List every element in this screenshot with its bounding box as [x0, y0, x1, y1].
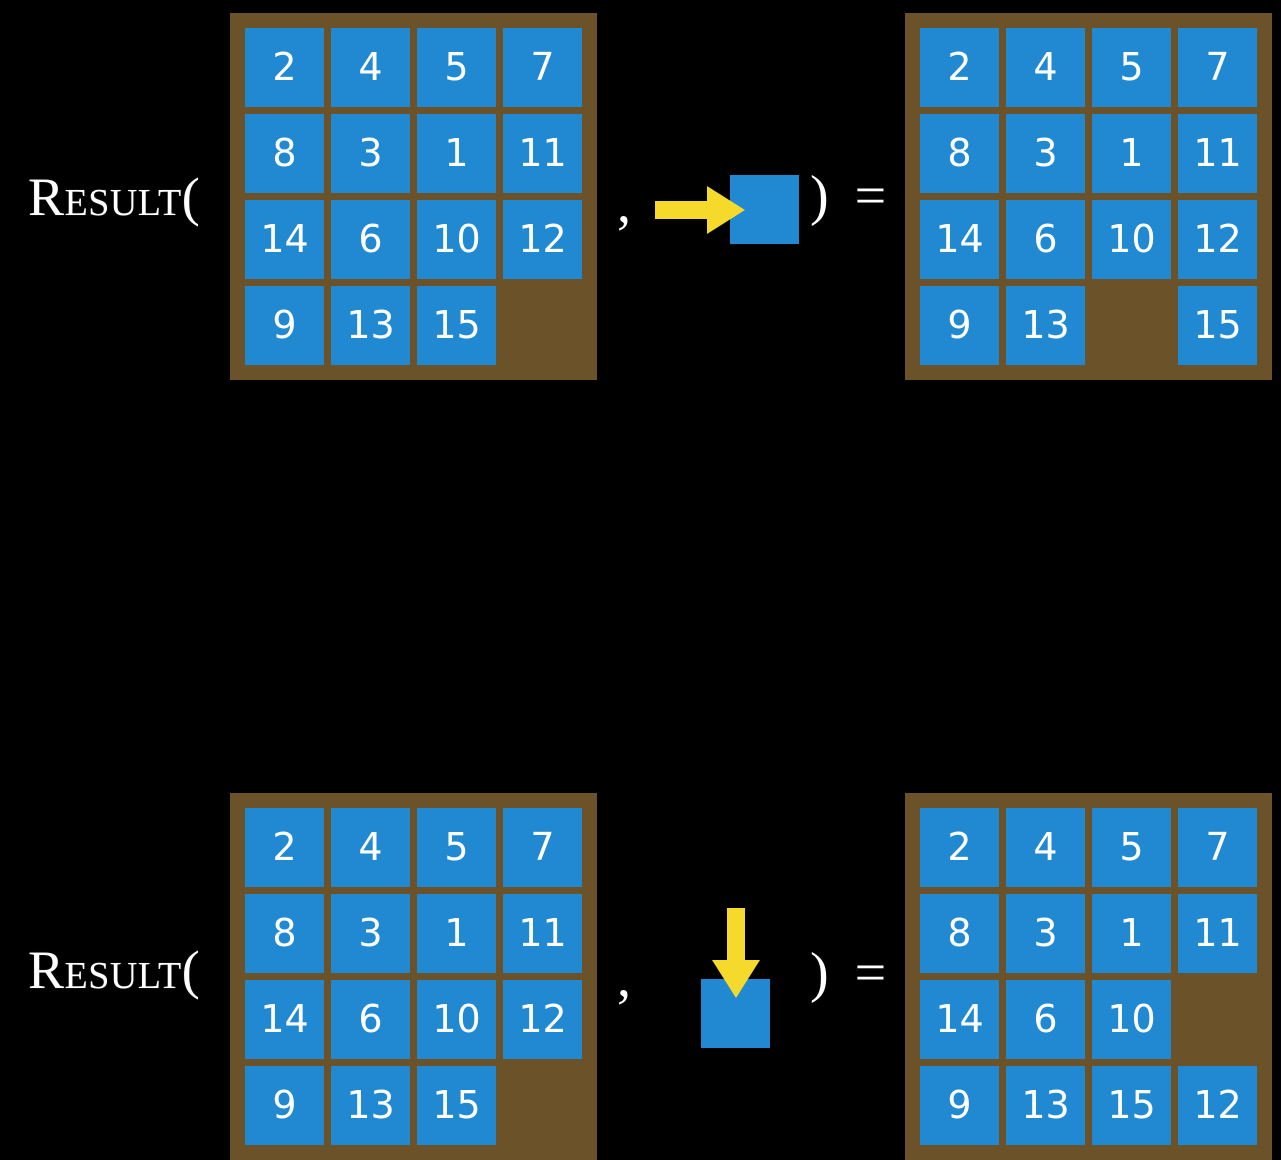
arrow-down-icon: [712, 908, 760, 998]
tile: 15: [417, 286, 496, 365]
tile: 10: [417, 980, 496, 1059]
tile: 15: [417, 1066, 496, 1145]
tile: 14: [245, 980, 324, 1059]
tile: 11: [503, 894, 582, 973]
tile: 10: [1092, 980, 1171, 1059]
tile: 12: [503, 200, 582, 279]
tile: 7: [1178, 808, 1257, 887]
tile: 14: [920, 200, 999, 279]
tile: 5: [1092, 28, 1171, 107]
tile: 9: [920, 286, 999, 365]
tile: 13: [1006, 1066, 1085, 1145]
tile: 7: [503, 28, 582, 107]
tile: 10: [1092, 200, 1171, 279]
output-board-row-2: 2 4 5 7 8 3 1 11 14 6 10 9 13 15 12: [905, 793, 1272, 1160]
tile: 5: [417, 808, 496, 887]
tile: 15: [1178, 286, 1257, 365]
tile: 11: [1178, 114, 1257, 193]
tile: 14: [920, 980, 999, 1059]
argument-separator-comma-row-2: ,: [617, 947, 631, 1009]
tile: 2: [245, 808, 324, 887]
output-board-row-1: 2 4 5 7 8 3 1 11 14 6 10 12 9 13 15: [905, 13, 1272, 380]
tile: 1: [1092, 114, 1171, 193]
tile: 12: [1178, 1066, 1257, 1145]
tile: 9: [245, 286, 324, 365]
tile: 10: [417, 200, 496, 279]
empty-slot: [1178, 980, 1257, 1059]
tile: 14: [245, 200, 324, 279]
tile: 3: [1006, 114, 1085, 193]
tile: 6: [331, 980, 410, 1059]
tile: 4: [1006, 28, 1085, 107]
tile: 4: [331, 28, 410, 107]
tile: 2: [920, 808, 999, 887]
closing-paren-equals-row-2: ) =: [810, 942, 893, 1004]
input-board-row-2: 2 4 5 7 8 3 1 11 14 6 10 12 9 13 15: [230, 793, 597, 1160]
tile: 12: [503, 980, 582, 1059]
tile: 1: [417, 894, 496, 973]
tile: 2: [920, 28, 999, 107]
empty-slot: [503, 1066, 582, 1145]
input-board-row-1: 2 4 5 7 8 3 1 11 14 6 10 12 9 13 15: [230, 13, 597, 380]
tile: 7: [503, 808, 582, 887]
tile: 2: [245, 28, 324, 107]
tile: 8: [245, 894, 324, 973]
argument-separator-comma-row-1: ,: [617, 173, 631, 235]
result-function-label-row-2: Result(: [28, 940, 201, 1000]
tile: 6: [331, 200, 410, 279]
tile: 9: [245, 1066, 324, 1145]
tile: 11: [503, 114, 582, 193]
equation-row-2: Result( 2 4 5 7 8 3 1 11 14 6 10 12 9 13…: [0, 390, 1281, 1160]
tile: 6: [1006, 200, 1085, 279]
tile: 13: [1006, 286, 1085, 365]
tile: 5: [1092, 808, 1171, 887]
tile: 3: [331, 894, 410, 973]
arrow-right-icon: [655, 186, 745, 234]
tile: 6: [1006, 980, 1085, 1059]
tile: 9: [920, 1066, 999, 1145]
tile: 3: [1006, 894, 1085, 973]
tile: 8: [920, 114, 999, 193]
tile: 15: [1092, 1066, 1171, 1145]
equation-row-1: Result( 2 4 5 7 8 3 1 11 14 6 10 12 9 13…: [0, 0, 1281, 392]
tile: 5: [417, 28, 496, 107]
tile: 13: [331, 1066, 410, 1145]
tile: 7: [1178, 28, 1257, 107]
empty-slot: [503, 286, 582, 365]
tile: 11: [1178, 894, 1257, 973]
tile: 8: [920, 894, 999, 973]
tile: 8: [245, 114, 324, 193]
tile: 4: [1006, 808, 1085, 887]
tile: 13: [331, 286, 410, 365]
result-function-label-row-1: Result(: [28, 167, 201, 227]
closing-paren-equals-row-1: ) =: [810, 165, 893, 227]
tile: 1: [1092, 894, 1171, 973]
tile: 3: [331, 114, 410, 193]
tile: 1: [417, 114, 496, 193]
tile: 4: [331, 808, 410, 887]
tile: 12: [1178, 200, 1257, 279]
empty-slot: [1092, 286, 1171, 365]
